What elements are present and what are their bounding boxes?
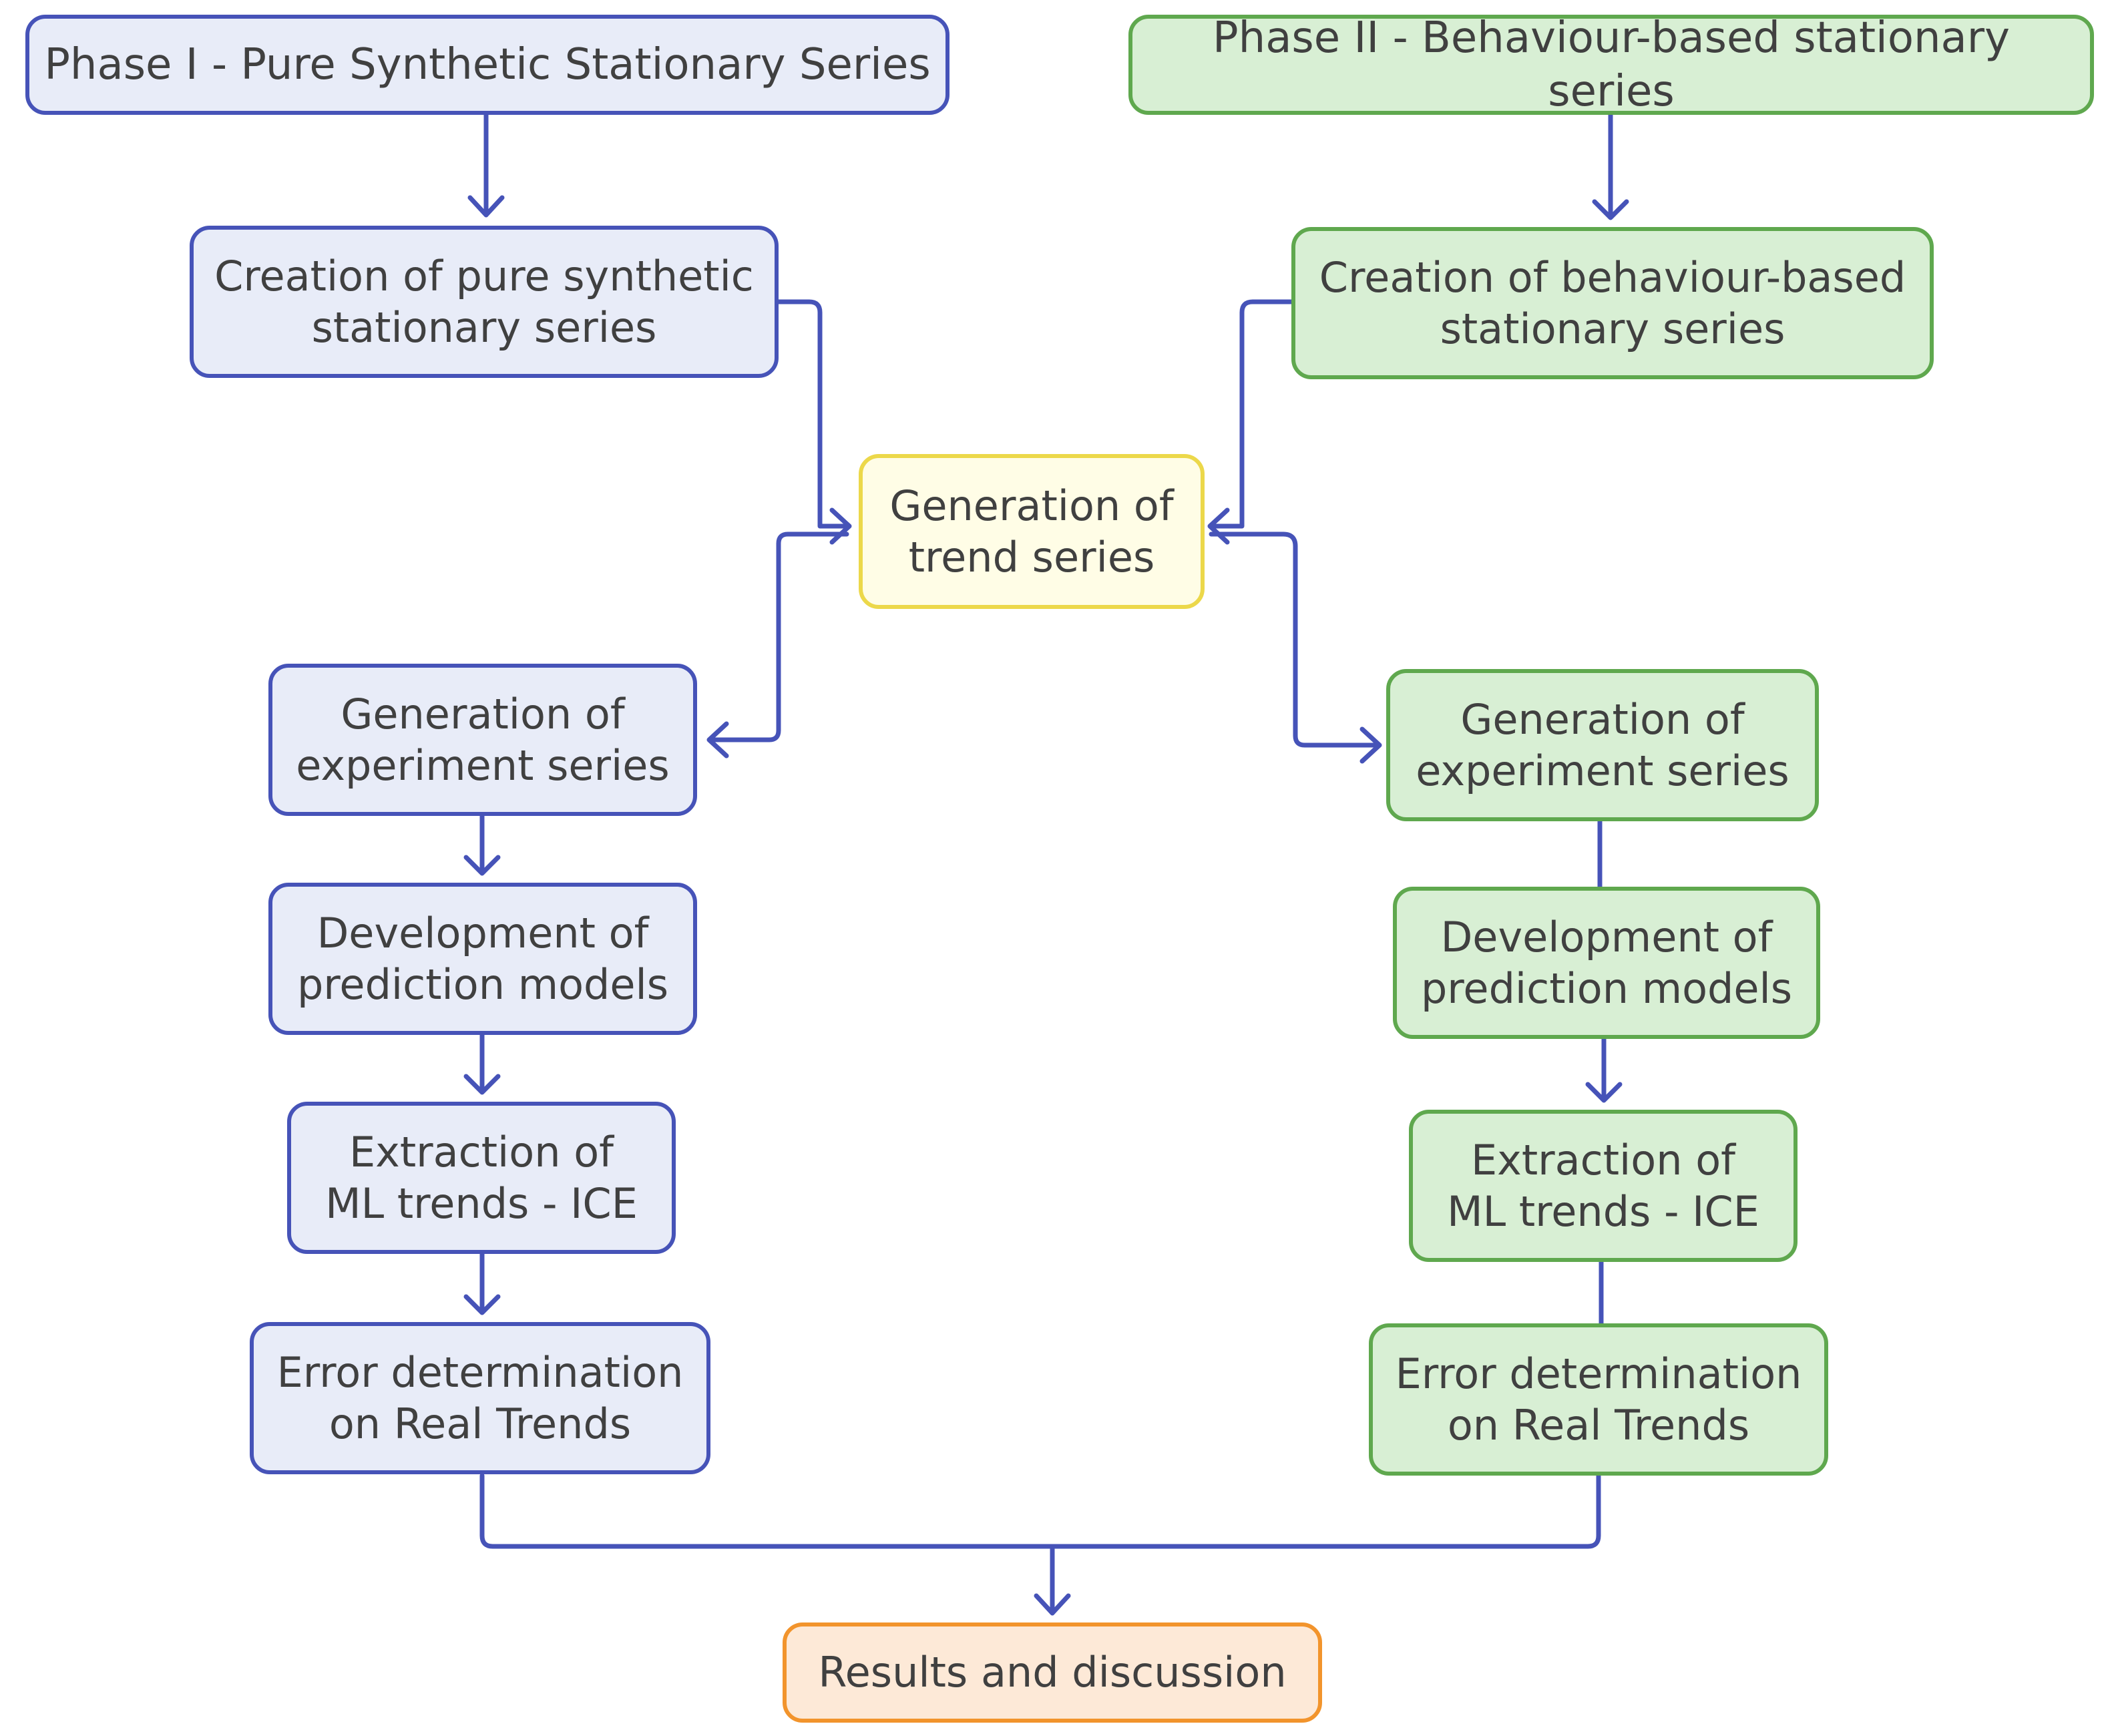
results-label: Results and discussion [818, 1648, 1287, 1697]
line-error1-to-results [479, 1473, 1055, 1549]
results-box: Results and discussion [783, 1622, 1322, 1723]
phase2-experiment-label: Generation of experiment series [1416, 694, 1789, 796]
arrow-creation2-to-trend [1207, 299, 1294, 545]
phase1-creation-box: Creation of pure synthetic stationary se… [190, 226, 779, 378]
arrow-models2-to-extraction2 [1585, 1036, 1623, 1103]
phase1-experiment-box: Generation of experiment series [268, 664, 697, 816]
arrow-models1-to-extraction1 [463, 1032, 501, 1095]
phase1-error-label: Error determination on Real Trends [276, 1347, 684, 1449]
phase2-error-box: Error determination on Real Trends [1369, 1323, 1828, 1476]
arrow-into-results [1034, 1544, 1071, 1616]
arrow-experiment1-to-models1 [463, 813, 501, 876]
arrow-trend-to-experiment1 [706, 531, 849, 758]
arrow-trend-to-experiment2 [1209, 531, 1382, 764]
phase1-creation-label: Creation of pure synthetic stationary se… [214, 251, 754, 353]
phase2-experiment-box: Generation of experiment series [1386, 669, 1819, 821]
phase2-creation-box: Creation of behaviour-based stationary s… [1291, 227, 1934, 379]
phase1-models-label: Development of prediction models [296, 908, 669, 1010]
arrow-creation1-to-trend [776, 299, 852, 545]
phase1-title-box: Phase I - Pure Synthetic Stationary Seri… [25, 15, 950, 115]
phase2-models-label: Development of prediction models [1420, 912, 1793, 1014]
arrow-extraction1-to-error1 [463, 1251, 501, 1315]
phase2-title: Phase II - Behaviour-based stationary se… [1213, 13, 2010, 116]
arrow-phase1-to-creation [467, 112, 505, 218]
arrow-phase2-to-creation [1592, 112, 1629, 220]
phase2-extraction-box: Extraction of ML trends - ICE [1409, 1110, 1798, 1262]
phase2-creation-label: Creation of behaviour-based stationary s… [1319, 252, 1906, 354]
phase1-extraction-box: Extraction of ML trends - ICE [287, 1102, 676, 1254]
phase1-extraction-label: Extraction of ML trends - ICE [325, 1127, 638, 1229]
phase1-error-box: Error determination on Real Trends [250, 1322, 710, 1474]
phase1-models-box: Development of prediction models [268, 883, 697, 1035]
trend-series-label: Generation of trend series [889, 481, 1174, 582]
line-error2-to-results [1050, 1473, 1601, 1549]
trend-series-box: Generation of trend series [859, 454, 1205, 609]
phase2-error-label: Error determination on Real Trends [1395, 1349, 1802, 1450]
phase1-title: Phase I - Pure Synthetic Stationary Seri… [44, 40, 931, 89]
phase1-experiment-label: Generation of experiment series [296, 689, 670, 791]
phase2-title-box: Phase II - Behaviour-based stationary se… [1128, 13, 2094, 116]
phase2-models-box: Development of prediction models [1393, 887, 1820, 1039]
phase2-extraction-label: Extraction of ML trends - ICE [1447, 1135, 1759, 1237]
